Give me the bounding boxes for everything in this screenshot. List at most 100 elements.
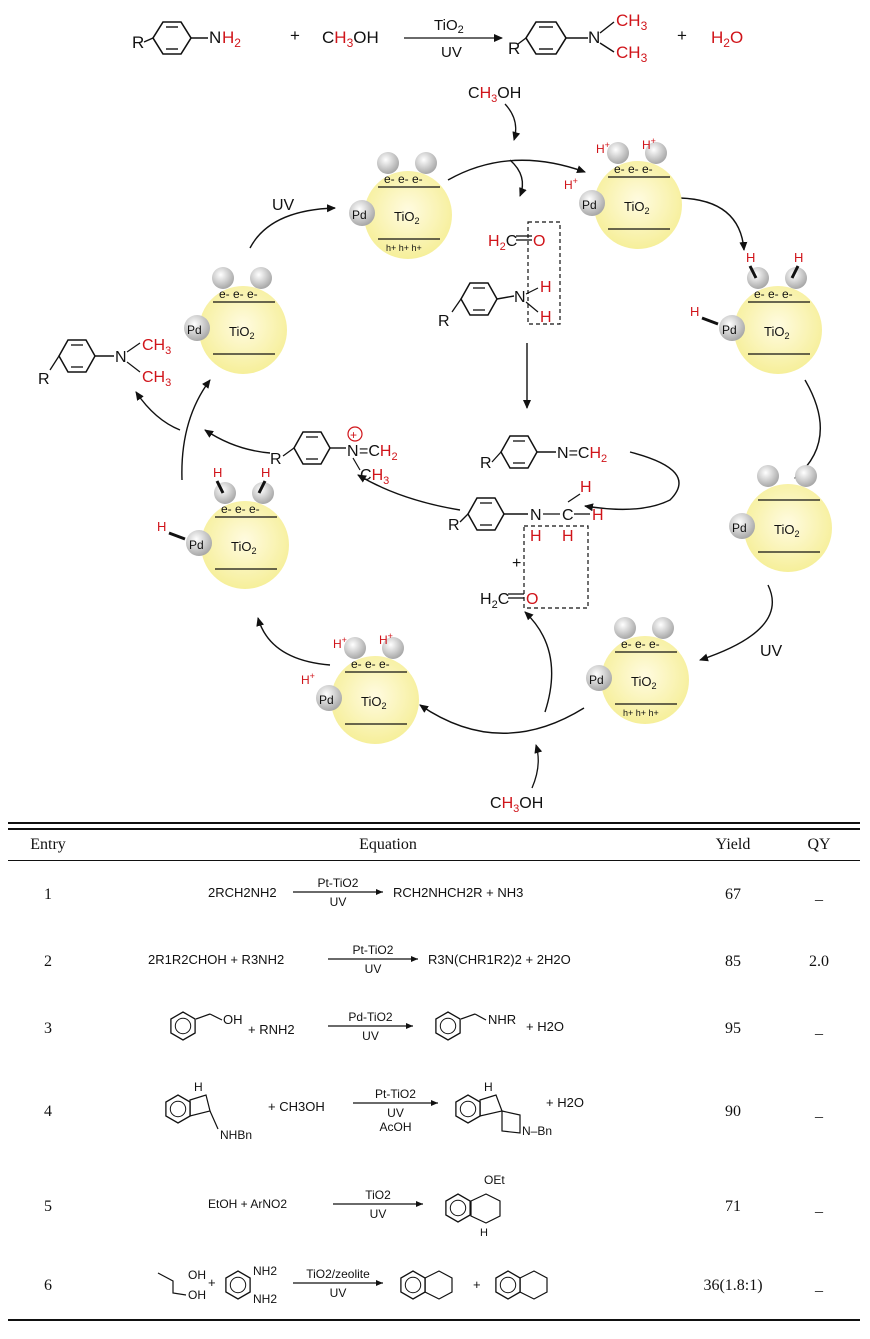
pd-ball: [186, 530, 212, 556]
svg-text:NHR: NHR: [488, 1012, 516, 1027]
yield-cell: 90: [725, 1102, 741, 1120]
hemiaminal-h-right: H: [592, 507, 604, 524]
svg-text:Pt-TiO2: Pt-TiO2: [353, 943, 394, 957]
svg-text:N–Bn: N–Bn: [522, 1124, 552, 1138]
hemiaminal-c: C: [562, 507, 574, 524]
svg-text:+ RNH2: + RNH2: [248, 1022, 295, 1037]
electron-label: e- e- e-: [351, 657, 390, 671]
electron-label: e- e- e-: [384, 172, 423, 186]
svg-text:AcOH: AcOH: [379, 1120, 411, 1134]
qy-cell: _: [815, 1197, 823, 1215]
product-r: R: [508, 39, 520, 58]
svg-text:Pd-TiO2: Pd-TiO2: [348, 1010, 393, 1024]
adsorbate-ball: [250, 267, 272, 289]
hemiaminal-intermediate: N C H H H H R + H2C O: [448, 479, 604, 611]
tio2-label: TiO2: [764, 324, 790, 341]
header-qy: QY: [778, 830, 860, 861]
plus-1: +: [290, 26, 300, 45]
entry-cell: 5: [44, 1197, 52, 1215]
yield-cell: 67: [725, 885, 741, 903]
adsorbate-ball: [382, 637, 404, 659]
pd-label: Pd: [722, 323, 737, 337]
entry-cell: 3: [44, 1019, 52, 1037]
uv-label-right: UV: [760, 643, 783, 660]
cycle-arrows: [135, 159, 821, 734]
final-methyl-2: CH3: [142, 369, 171, 389]
tio2-label: TiO2: [774, 522, 800, 539]
svg-text:UV: UV: [387, 1106, 404, 1120]
iminium-intermediate: + N =CH2 CH3 R: [270, 426, 398, 487]
svg-text:H: H: [194, 1080, 203, 1094]
imine-r: R: [480, 455, 492, 472]
formaldehyde-o: O: [533, 233, 545, 250]
yield-cell: 71: [725, 1197, 741, 1215]
hemiaminal-plus: +: [512, 555, 521, 572]
yield-cell: 85: [725, 952, 741, 970]
adsorbate-ball: [344, 637, 366, 659]
product-n: N: [588, 28, 600, 47]
hydrogen-label: H: [213, 465, 222, 480]
tio2-particle: [734, 286, 822, 374]
hydrogen-label: H: [794, 250, 803, 265]
hydrogen-label: H: [157, 519, 166, 534]
hydrogen-label: H: [746, 250, 755, 265]
tio2-label: TiO2: [361, 694, 387, 711]
svg-text:OH: OH: [188, 1268, 206, 1282]
hemiaminal-h-top: H: [580, 479, 592, 496]
svg-text:+: +: [350, 428, 357, 442]
tio2-label: TiO2: [231, 539, 257, 556]
adsorbate-ball: [795, 465, 817, 487]
hole-label: h+ h+ h+: [623, 708, 659, 718]
hydrogen-label: H: [690, 304, 699, 319]
pd-label: Pd: [189, 538, 204, 552]
electron-label: e- e- e-: [221, 502, 260, 516]
svg-text:H: H: [484, 1080, 493, 1094]
dashed-box-bottom: [523, 525, 589, 609]
qy-cell: _: [815, 1019, 823, 1037]
adsorbate-ball: [785, 267, 807, 289]
hemiaminal-n: N: [530, 507, 542, 524]
electron-label: e- e- e-: [219, 287, 258, 301]
svg-text:NHBn: NHBn: [220, 1128, 252, 1142]
final-r: R: [38, 371, 50, 388]
tio2-label: TiO2: [624, 199, 650, 216]
uv-label-left: UV: [272, 197, 295, 214]
adsorbate-ball: [415, 152, 437, 174]
entry-cell: 4: [44, 1102, 52, 1120]
entry-cell: 1: [44, 885, 52, 903]
adsorbate-ball: [747, 267, 769, 289]
yield-cell: 95: [725, 1019, 741, 1037]
svg-text:UV: UV: [365, 962, 382, 976]
tio2-particle: [364, 171, 452, 259]
svg-text:Pt-TiO2: Pt-TiO2: [375, 1087, 416, 1101]
entry-cell: 6: [8, 1252, 88, 1321]
iminium-ch3: CH3: [360, 467, 389, 487]
positive-charge-icon: [347, 426, 363, 442]
adsorbate-ball: [607, 142, 629, 164]
reaction-scheme: R N H2 + CH3OH TiO2 UV R N CH3 CH3 + H2O…: [38, 11, 832, 815]
pd-label: Pd: [582, 198, 597, 212]
pd-ball: [586, 665, 612, 691]
methanol-top-label: CH3OH: [468, 85, 521, 105]
reactant-r: R: [132, 33, 144, 52]
amine-h2: H: [540, 309, 552, 326]
qy-cell: _: [815, 1102, 823, 1120]
qy-cell: _: [778, 1252, 860, 1321]
pd-label: Pd: [187, 323, 202, 337]
formaldehyde-aniline-complex: H2C O N H H R: [438, 221, 561, 330]
amine-r: R: [438, 313, 450, 330]
top-arrow: TiO2 UV: [404, 17, 503, 61]
